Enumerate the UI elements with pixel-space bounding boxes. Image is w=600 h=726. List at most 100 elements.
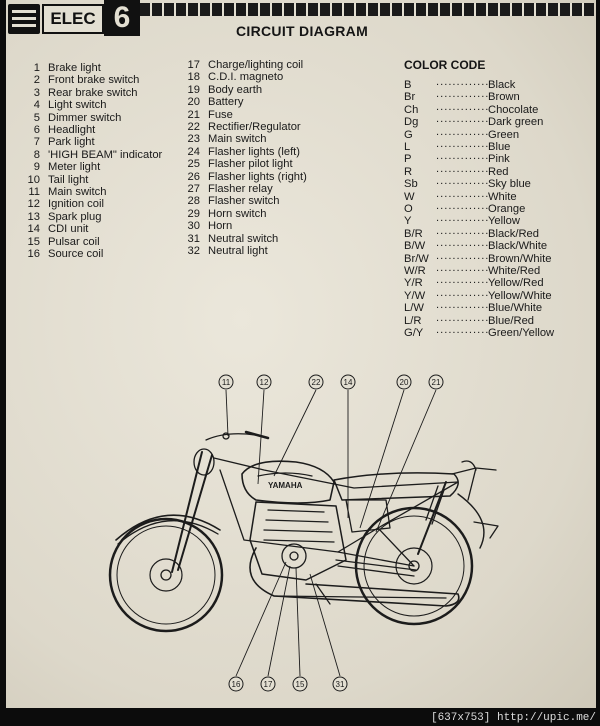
legend-item-number: 11 [28, 186, 40, 198]
color-code-row: Br...............Brown [404, 88, 520, 103]
color-code-row: B...............Black [404, 76, 515, 91]
callout-marker: 16 [228, 676, 244, 692]
dot-leader: ............... [436, 187, 488, 200]
color-code-abbrev: Br [404, 91, 416, 104]
color-code-row: Ch...............Chocolate [404, 101, 538, 116]
dot-leader: ............... [436, 237, 488, 250]
exhaust-pipe [249, 547, 460, 607]
legend-item-number: 1 [33, 62, 40, 74]
legend-item-label: Tail light [48, 173, 89, 186]
legend-item-label: Ignition coil [48, 198, 104, 211]
color-code-row: B/R...............Black/Red [404, 225, 539, 240]
legend-item-label: Flasher relay [208, 183, 273, 195]
color-code-abbrev: B/R [404, 227, 423, 240]
legend-item-label: Neutral switch [208, 232, 279, 245]
legend-item: 2 Front brake switch [20, 74, 140, 87]
legend-item-label: Flasher switch [208, 195, 280, 208]
color-code-row: W/R...............White/Red [404, 262, 540, 277]
legend-item-label: Pulsar coil [48, 235, 100, 248]
color-code-row: B/W...............Black/White [404, 237, 547, 252]
color-code-row: Y/W...............Yellow/White [404, 287, 552, 302]
color-code-name: Yellow [488, 215, 520, 228]
section-number: 6 [104, 0, 140, 36]
image-host-footer: [637x753] http://upic.me/ [430, 712, 596, 724]
legend-item-label: Spark plug [48, 210, 102, 223]
manual-book-icon [8, 4, 40, 34]
legend-item-number: 5 [33, 111, 40, 124]
legend-item: 15 Pulsar coil [20, 236, 100, 248]
legend-item: 6 Headlight [20, 124, 96, 136]
legend-item-number: 2 [33, 74, 40, 87]
color-code-name: Green/Yellow [488, 327, 555, 339]
header-strip [140, 3, 594, 16]
callout-number: 11 [222, 378, 231, 387]
legend-item-label: Headlight [48, 124, 96, 136]
legend-item-number: 24 [187, 145, 200, 158]
legend-item-number: 26 [187, 170, 200, 183]
legend-item-number: 22 [187, 121, 200, 133]
legend-item-number: 14 [27, 223, 40, 236]
legend-item-number: 20 [187, 96, 200, 109]
color-code-row: Br/W...............Brown/White [404, 250, 551, 265]
color-code-name: Blue/Red [488, 314, 535, 327]
color-code-abbrev: Y/R [404, 277, 423, 290]
color-code-name: Black [488, 79, 516, 91]
legend-item-number: 8 [33, 148, 40, 161]
legend-item-number: 31 [187, 232, 200, 245]
color-code-abbrev: Sb [404, 178, 418, 191]
legend-item: 31 Neutral switch [180, 232, 279, 245]
callout-marker: 12 [256, 374, 272, 390]
color-code-abbrev: Dg [404, 116, 419, 129]
legend-item: 24 Flasher lights (left) [180, 146, 300, 158]
legend-item-number: 10 [27, 173, 40, 186]
color-code-name: Yellow/Red [488, 277, 544, 290]
legend-item-label: Front brake switch [48, 74, 140, 87]
legend-item-number: 17 [187, 59, 200, 71]
page-title: CIRCUIT DIAGRAM [236, 23, 369, 39]
callout-marker: 21 [428, 374, 444, 390]
front-tire [108, 517, 224, 633]
color-code-abbrev: P [404, 153, 412, 166]
legend-item-number: 13 [27, 210, 40, 223]
color-code-abbrev: G/Y [404, 327, 424, 339]
color-code-name: Black/Red [488, 227, 539, 240]
legend-item-label: Neutral light [208, 245, 268, 257]
color-code-abbrev: Y [404, 215, 412, 228]
legend-item-label: Flasher lights (left) [208, 145, 301, 158]
callout-marker: 11 [218, 374, 234, 390]
legend-item-label: C.D.I. magneto [208, 71, 284, 84]
legend-item-number: 15 [27, 235, 40, 248]
color-code-name: Green [488, 128, 520, 141]
legend-item-label: Light switch [48, 99, 107, 112]
color-code-abbrev: G [404, 128, 413, 141]
color-code-abbrev: W/R [404, 265, 426, 277]
callout-marker: 20 [396, 374, 412, 390]
legend-item-label: Main switch [208, 133, 267, 146]
color-code-row: O...............Orange [404, 200, 525, 215]
color-code-row: R...............Red [404, 163, 509, 178]
section-tab: ELEC [42, 4, 104, 34]
dot-leader: ............... [436, 249, 488, 262]
color-code-row: G...............Green [404, 126, 519, 141]
dot-leader: ............... [436, 311, 488, 324]
callout-number: 22 [312, 378, 321, 387]
color-code-row: W...............White [404, 188, 517, 203]
callout-number: 16 [232, 680, 241, 689]
legend-item-number: 3 [33, 86, 40, 99]
legend-item-number: 6 [33, 124, 40, 136]
dot-leader: ............... [436, 212, 488, 225]
dot-leader: ............... [436, 175, 488, 188]
color-code-abbrev: Y/W [404, 289, 426, 302]
